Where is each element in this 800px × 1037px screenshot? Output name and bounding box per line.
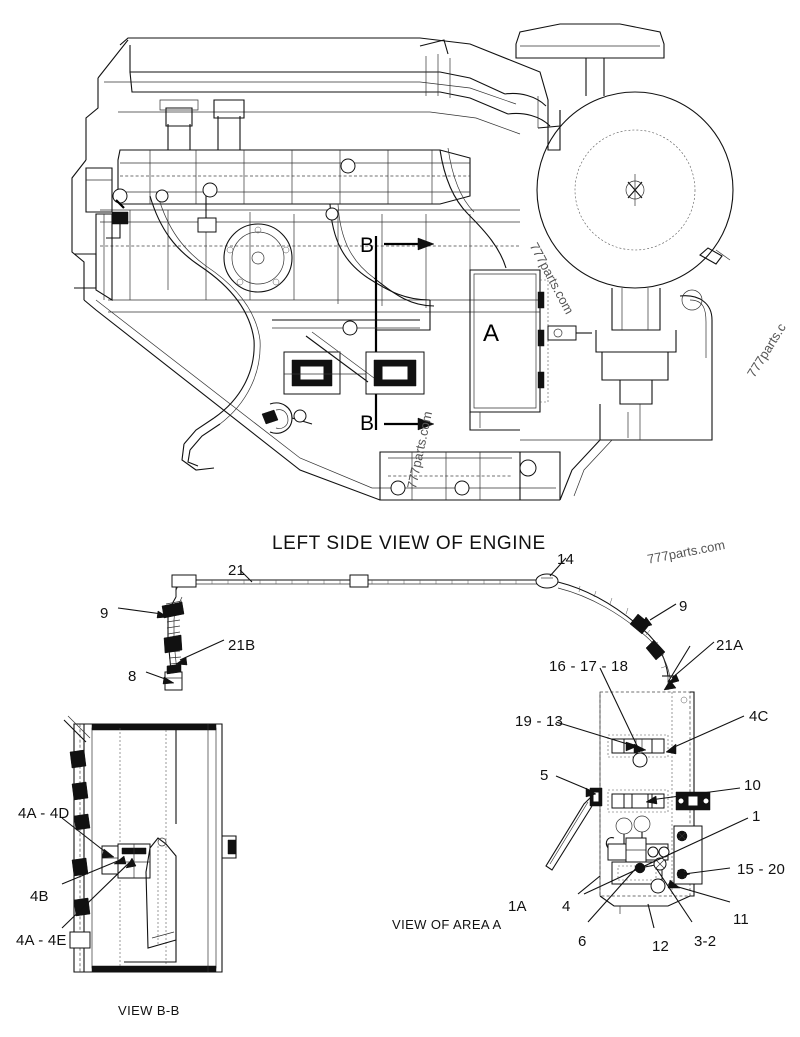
callout-area-a-10: 10 [744, 777, 762, 794]
callout-area-a-4: 4 [562, 898, 571, 915]
callout-harness-14: 14 [557, 551, 575, 568]
callout-view-bb-4b: 4B [30, 888, 49, 905]
callout-area-a-6: 6 [578, 933, 587, 950]
callout-harness-9: 9 [100, 605, 109, 622]
callout-area-a-16-17-18: 16 - 17 - 18 [549, 658, 629, 675]
callout-area-a-3-2: 3-2 [694, 933, 717, 950]
callout-harness-21a: 21A [716, 637, 744, 654]
callout-harness-21: 21 [228, 562, 246, 579]
callout-area-a-1: 1 [752, 808, 761, 825]
callout-area-a-1a: 1A [508, 898, 527, 915]
callout-harness-9: 9 [679, 598, 688, 615]
callout-area-a-12: 12 [652, 938, 670, 955]
callout-area-a-15-20: 15 - 20 [737, 861, 786, 878]
callout-harness-21b: 21B [228, 637, 256, 654]
caption-view-of-area-a: VIEW OF AREA A [392, 917, 502, 932]
callout-area-a-5: 5 [540, 767, 549, 784]
callout-view-bb-4a-4e: 4A - 4E [16, 932, 67, 949]
callout-area-a-11: 11 [733, 911, 749, 928]
section-marker-b-bottom: B [360, 412, 375, 435]
callout-area-a-4c: 4C [749, 708, 769, 725]
caption-left-side-view-of-engine: LEFT SIDE VIEW OF ENGINE [272, 533, 546, 554]
area-marker-a: A [483, 320, 500, 347]
section-marker-b-top: B [360, 234, 375, 257]
caption-view-bb: VIEW B-B [118, 1003, 180, 1018]
callout-area-a-19-13: 19 - 13 [515, 713, 564, 730]
callout-view-bb-4a-4d: 4A - 4D [18, 805, 70, 822]
callout-harness-8: 8 [128, 668, 137, 685]
